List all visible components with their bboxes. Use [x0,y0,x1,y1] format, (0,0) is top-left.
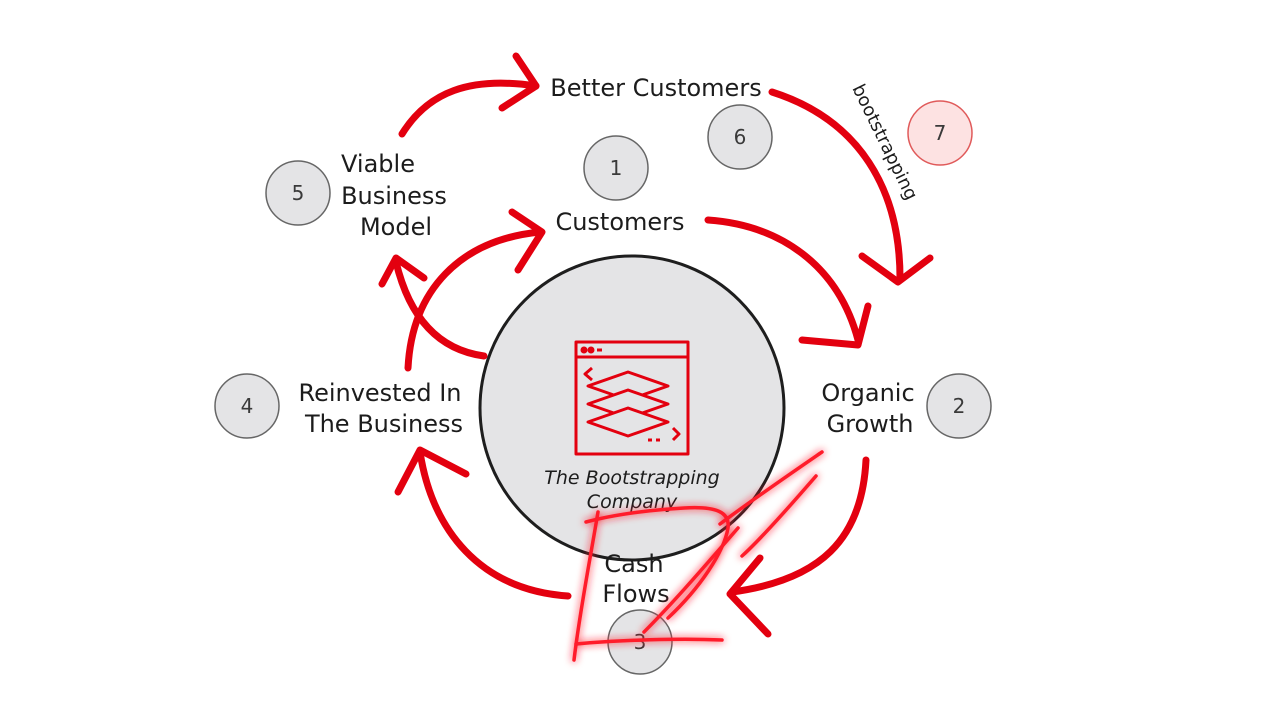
node-2-number: 2 [953,394,966,418]
arrow-model-to-better-customers [398,79,540,138]
node-4-badge: 4 [214,373,280,439]
node-5-number: 5 [292,181,305,205]
arrow-reinvest-to-model [392,258,488,360]
arrow-customers-to-growth-head [798,302,872,349]
node-3-badge: 3 [607,609,673,675]
arrow-reinvest-to-model-head [378,254,428,288]
organic-growth-line-1: Organic [821,379,914,407]
arrow-reinvest-to-customers-head [508,208,546,274]
node-7-badge: 7 [907,100,973,166]
cash-flows-line-2: Flows [602,580,669,608]
better-customers-label: Better Customers [550,74,761,102]
viable-model-line-1: Viable [341,150,415,178]
node-5-badge: 5 [265,160,331,226]
node-6-badge: 6 [707,104,773,170]
node-7-number: 7 [934,121,947,145]
viable-model-line-2: Business [341,182,447,210]
layered-window-icon [574,340,690,456]
center-title-line-1: The Bootstrapping [544,467,719,489]
arrow-cash-to-reinvest [416,448,572,600]
center-title-line-2: Company [587,491,678,513]
node-4-number: 4 [241,394,254,418]
node-2-badge: 2 [926,373,992,439]
node-1-number: 1 [610,156,623,180]
reinvested-line-2: The Business [304,410,463,438]
arrow-growth-to-cash [728,456,870,596]
glowing-scribble-mark [572,450,824,662]
arrow-growth-to-cash-head [726,554,772,638]
arrow-better-customers-to-growth-head [858,252,934,286]
arrow-customers-to-growth [704,216,862,344]
cash-flows-line-1: Cash [604,550,663,578]
node-1-badge: 1 [583,135,649,201]
node-6-number: 6 [734,125,747,149]
reinvested-line-1: Reinvested In [298,379,461,407]
arrow-reinvest-to-customers [404,228,544,372]
customers-label: Customers [555,208,684,236]
arrow-better-customers-to-growth [768,88,904,282]
organic-growth-line-2: Growth [827,410,914,438]
viable-model-line-3: Model [360,213,432,241]
node-3-number: 3 [634,630,647,654]
arrow-model-to-better-customers-head [498,52,540,112]
arrow-cash-to-reinvest-head [394,446,470,496]
